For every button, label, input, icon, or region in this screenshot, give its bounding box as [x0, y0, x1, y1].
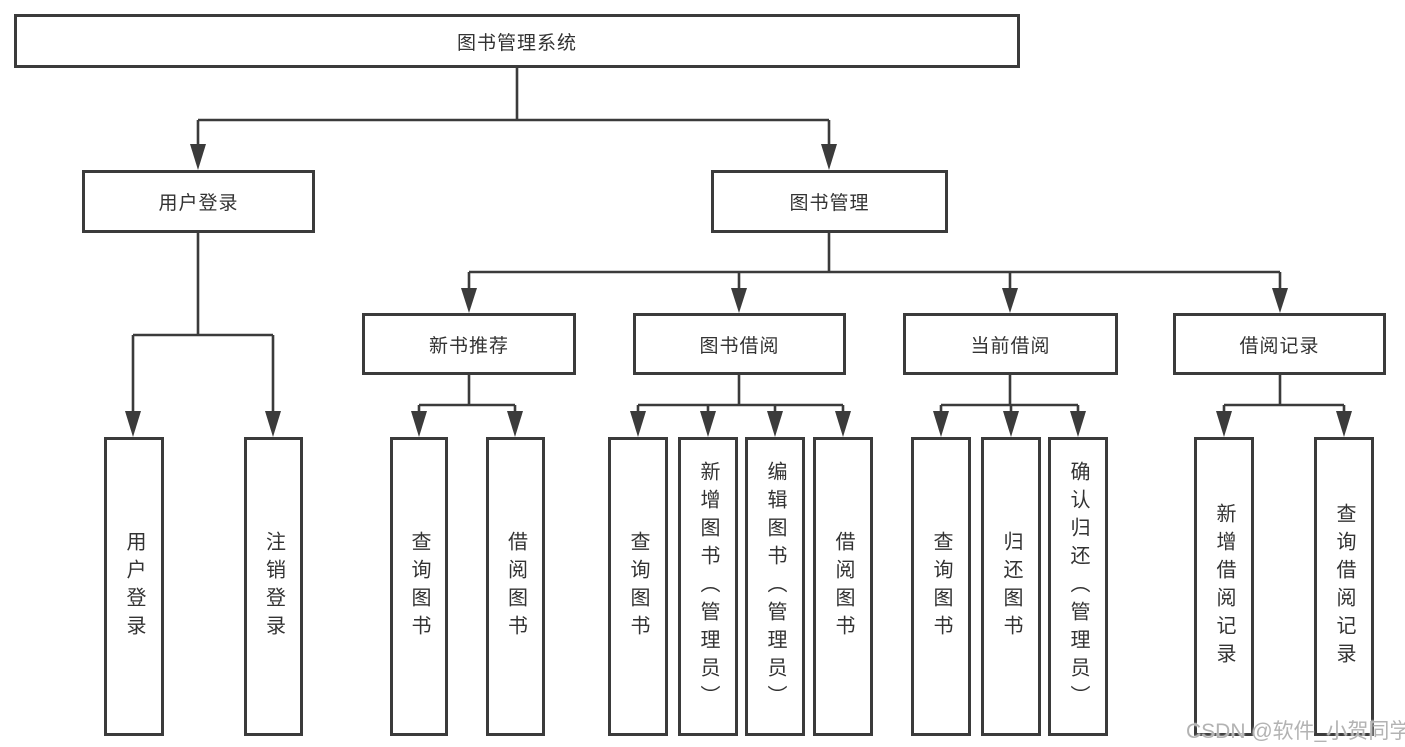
node-leaf-user-login: 用户登录: [104, 437, 164, 736]
connector-user-login-to-leaves: [131, 233, 275, 413]
node-label: 确认归还（管理员）: [1067, 460, 1089, 713]
node-label: 借阅图书: [504, 530, 527, 643]
node-book-management: 图书管理: [711, 170, 948, 233]
node-leaf-query-books-current: 查询图书: [911, 437, 971, 736]
node-leaf-borrow-books-recommend: 借阅图书: [486, 437, 545, 736]
node-leaf-confirm-return-admin: 确认归还（管理员）: [1048, 437, 1108, 736]
connector-book-borrow-to-leaves: [636, 375, 845, 413]
connector-new-book-rec-to-leaves: [417, 375, 517, 413]
csdn-watermark: CSDN @软件_小贺同学: [1186, 720, 1405, 743]
connector-current-borrow-to-leaves: [939, 375, 1080, 413]
node-label: 查询图书: [627, 530, 649, 643]
node-current-borrowing: 当前借阅: [903, 313, 1118, 375]
node-user-login: 用户登录: [82, 170, 315, 233]
node-leaf-add-books-admin: 新增图书（管理员）: [678, 437, 738, 736]
node-label: 归还图书: [1000, 530, 1022, 643]
node-label: 查询图书: [408, 530, 430, 643]
node-borrowing-records: 借阅记录: [1173, 313, 1386, 375]
node-label: 编辑图书（管理员）: [764, 460, 786, 713]
connector-book-mgmt-to-level3: [467, 233, 1282, 289]
node-label: 注销登录: [262, 530, 285, 643]
node-leaf-edit-books-admin: 编辑图书（管理员）: [745, 437, 805, 736]
node-label: 用户登录: [123, 530, 145, 643]
node-leaf-query-books-borrowing: 查询图书: [608, 437, 668, 736]
node-leaf-query-borrow-record: 查询借阅记录: [1314, 437, 1374, 736]
node-new-book-recommend: 新书推荐: [362, 313, 576, 375]
connector-borrow-record-to-leaves: [1222, 375, 1346, 413]
node-label: 新增借阅记录: [1213, 502, 1235, 671]
node-leaf-logout: 注销登录: [244, 437, 303, 736]
connector-root-to-level2: [196, 68, 831, 146]
node-label: 查询图书: [930, 530, 952, 643]
node-leaf-return-books: 归还图书: [981, 437, 1041, 736]
node-label: 查询借阅记录: [1333, 502, 1355, 671]
node-leaf-query-books-recommend: 查询图书: [390, 437, 448, 736]
node-label: 借阅图书: [832, 530, 854, 643]
node-label: 新增图书（管理员）: [697, 460, 719, 713]
node-leaf-borrow-books-borrowing: 借阅图书: [813, 437, 873, 736]
node-book-borrowing: 图书借阅: [633, 313, 846, 375]
node-library-management-system: 图书管理系统: [14, 14, 1020, 68]
node-leaf-add-borrow-record: 新增借阅记录: [1194, 437, 1254, 736]
